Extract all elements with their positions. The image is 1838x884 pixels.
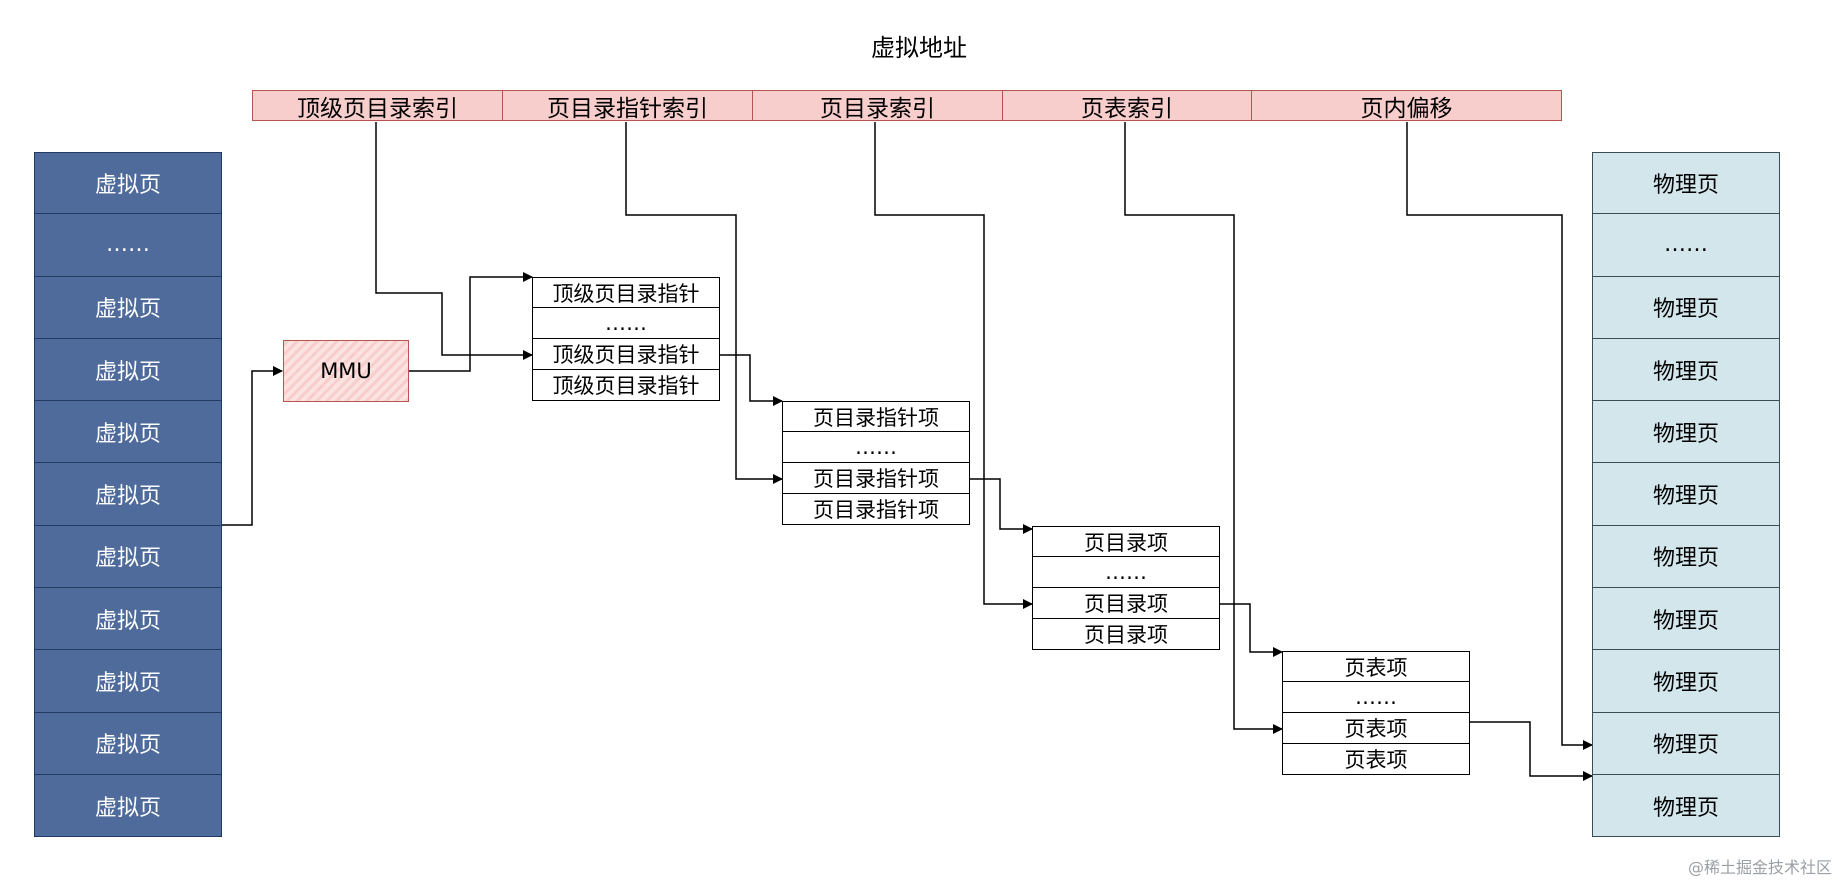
physical-page: 物理页 xyxy=(1592,774,1780,838)
table-row: 顶级页目录指针 xyxy=(532,339,720,370)
table-row-ellipsis: …… xyxy=(1282,682,1470,713)
line-mmu-to-top-table xyxy=(409,272,533,372)
table-row: 顶级页目录指针 xyxy=(532,277,720,308)
table-row: 页目录指针项 xyxy=(782,463,970,494)
table-row: 页表项 xyxy=(1282,713,1470,744)
physical-page-column: 物理页 …… 物理页 物理页 物理页 物理页 物理页 物理页 物理页 物理页 物… xyxy=(1592,152,1780,838)
line-offset xyxy=(1406,122,1593,750)
virtual-page: 虚拟页 xyxy=(34,588,222,651)
top-level-directory-table: 顶级页目录指针 …… 顶级页目录指针 顶级页目录指针 xyxy=(532,277,720,401)
virtual-page-ellipsis: …… xyxy=(34,214,222,277)
physical-page: 物理页 xyxy=(1592,588,1780,651)
watermark: @稀土掘金技术社区 xyxy=(1687,858,1832,877)
line-vpage-to-mmu xyxy=(222,366,283,526)
table-row: 页目录指针项 xyxy=(782,494,970,525)
directory-pointer-table: 页目录指针项 …… 页目录指针项 页目录指针项 xyxy=(782,401,970,525)
page-directory-table: 页目录项 …… 页目录项 页目录项 xyxy=(1032,526,1220,650)
address-field-offset: 页内偏移 xyxy=(1360,95,1453,122)
line-pt-to-physical xyxy=(1470,721,1593,781)
physical-page: 物理页 xyxy=(1592,338,1780,402)
virtual-page: 虚拟页 xyxy=(34,276,222,339)
physical-page-ellipsis: …… xyxy=(1592,214,1780,277)
table-row: 页表项 xyxy=(1282,651,1470,682)
table-row: 页目录项 xyxy=(1032,526,1220,557)
physical-page: 物理页 xyxy=(1592,276,1780,339)
diagram-title: 虚拟地址 xyxy=(871,34,967,62)
line-dir-index xyxy=(874,122,1033,609)
page-table: 页表项 …… 页表项 页表项 xyxy=(1282,651,1470,775)
physical-page: 物理页 xyxy=(1592,152,1780,215)
virtual-page: 虚拟页 xyxy=(34,650,222,713)
address-field-top-level-index: 顶级页目录索引 xyxy=(253,91,503,122)
virtual-page: 虚拟页 xyxy=(34,774,222,838)
virtual-page: 虚拟页 xyxy=(34,401,222,464)
table-row: 页目录项 xyxy=(1032,619,1220,650)
virtual-page: 虚拟页 xyxy=(34,152,222,215)
line-pointer-to-dir-table xyxy=(970,478,1033,534)
address-field-pointer-index: 页目录指针索引 xyxy=(503,91,753,122)
line-pt-index xyxy=(1124,122,1283,734)
table-row-ellipsis: …… xyxy=(782,432,970,463)
physical-page: 物理页 xyxy=(1592,401,1780,464)
virtual-page: 虚拟页 xyxy=(34,463,222,526)
line-top-to-pointer-table xyxy=(720,354,783,406)
virtual-page: 虚拟页 xyxy=(34,525,222,589)
line-top-index xyxy=(375,122,533,360)
mmu-box: MMU xyxy=(283,340,409,402)
table-row: 页表项 xyxy=(1282,744,1470,775)
line-pointer-index xyxy=(625,122,783,484)
table-row: 页目录指针项 xyxy=(782,401,970,432)
virtual-address-bar: 顶级页目录索引 页目录指针索引 页目录索引 页表索引 页内偏移 xyxy=(252,90,1562,122)
virtual-page: 虚拟页 xyxy=(34,338,222,402)
table-row: 顶级页目录指针 xyxy=(532,370,720,401)
virtual-page-column: 虚拟页 …… 虚拟页 虚拟页 虚拟页 虚拟页 虚拟页 虚拟页 虚拟页 虚拟页 虚… xyxy=(34,152,222,838)
line-dir-to-page-table xyxy=(1220,603,1283,657)
address-field-page-table-index: 页表索引 xyxy=(1003,91,1252,122)
virtual-page: 虚拟页 xyxy=(34,712,222,775)
physical-page: 物理页 xyxy=(1592,463,1780,526)
physical-page: 物理页 xyxy=(1592,650,1780,713)
table-row: 页目录项 xyxy=(1032,588,1220,619)
table-row-ellipsis: …… xyxy=(532,308,720,339)
physical-page: 物理页 xyxy=(1592,525,1780,589)
address-field-directory-index: 页目录索引 xyxy=(753,91,1003,122)
physical-page: 物理页 xyxy=(1592,712,1780,775)
table-row-ellipsis: …… xyxy=(1032,557,1220,588)
